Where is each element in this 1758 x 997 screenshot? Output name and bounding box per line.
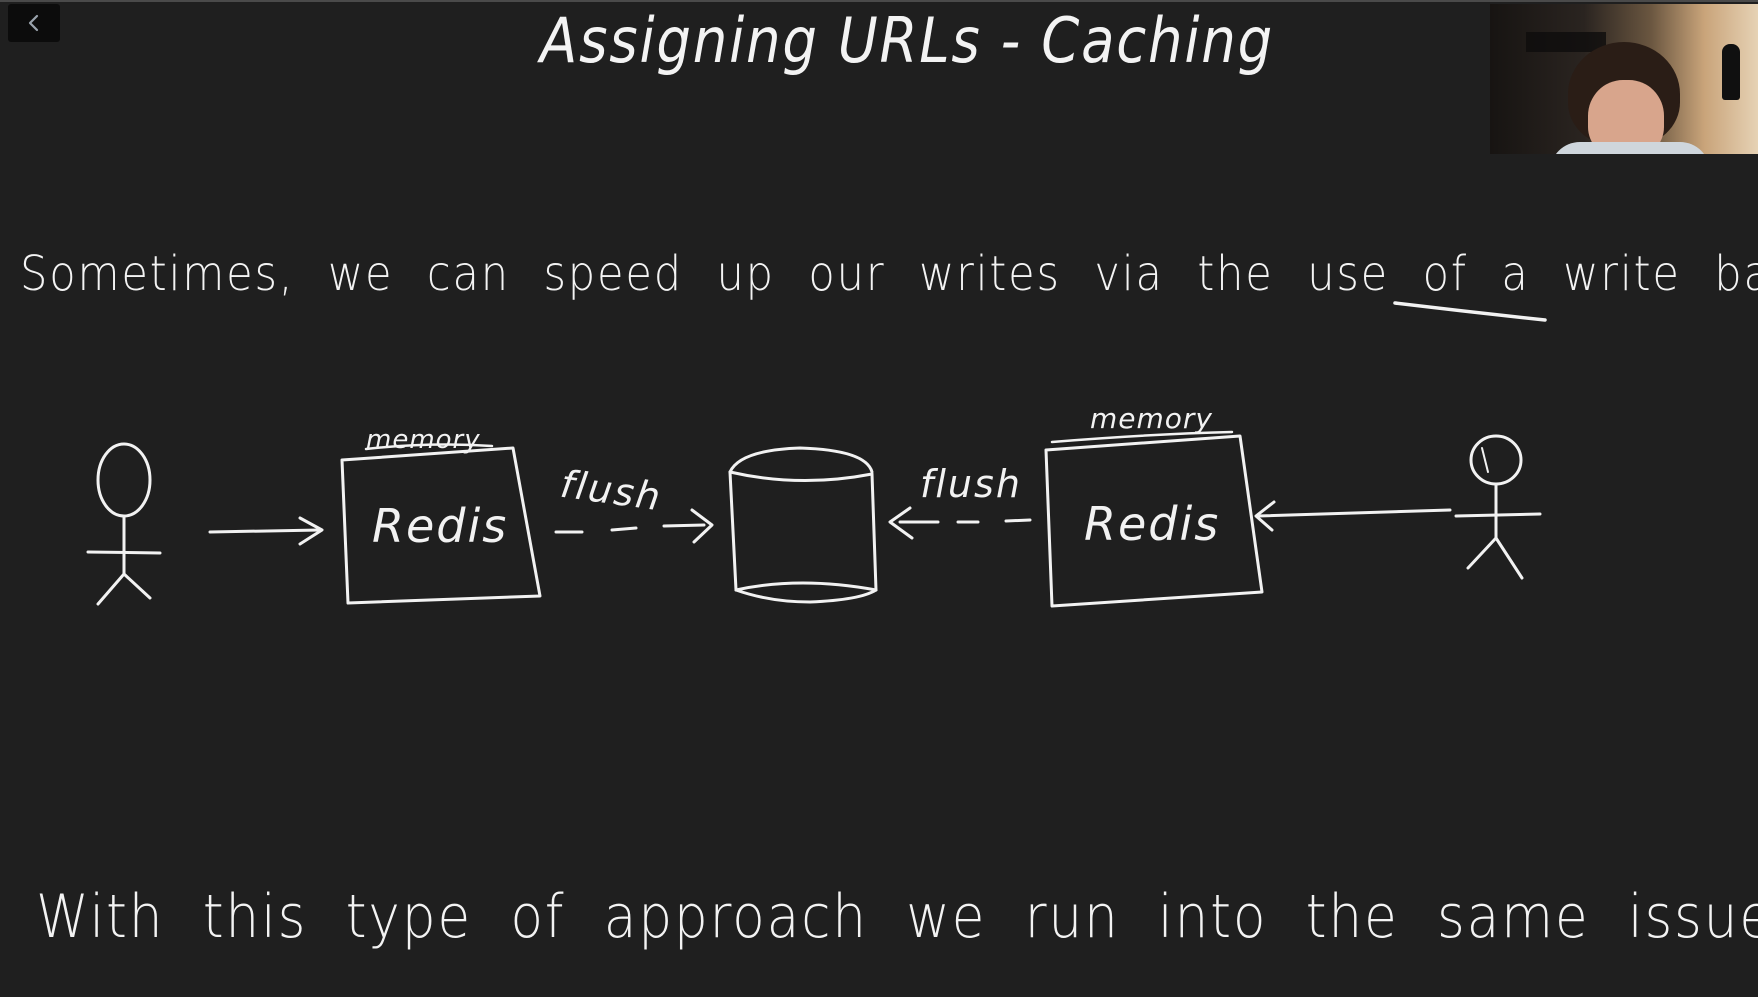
user-left-icon (86, 442, 162, 606)
presenter-shirt (1550, 142, 1710, 154)
chevron-left-icon (28, 14, 39, 32)
redis-label-right: Redis (1084, 497, 1220, 551)
flush-arrow-right (888, 506, 1032, 540)
flush-label-left: flush (558, 462, 665, 520)
memory-label-right: memory (1090, 402, 1213, 435)
back-button[interactable] (8, 4, 60, 42)
database-cylinder-icon (728, 446, 878, 604)
redis-label-left: Redis (372, 499, 508, 553)
sentence-write-back-cache: Sometimes, we can speed up our writes vi… (20, 246, 1758, 302)
video-shelf (1526, 32, 1606, 52)
redis-box-left (340, 446, 542, 605)
write-arrow-right (1254, 500, 1452, 532)
presenter-face (1588, 80, 1664, 154)
write-arrow-left (208, 516, 324, 546)
redis-box-right (1044, 434, 1264, 608)
presenter-video-thumbnail (1490, 4, 1758, 154)
memory-label-left: memory (366, 425, 481, 455)
user-right-icon (1454, 434, 1542, 580)
write-back-cache-underline (1393, 301, 1547, 322)
flush-arrow-left (554, 508, 714, 544)
sentence-same-issue: With this type of approach we run into t… (36, 882, 1758, 952)
video-lamp (1722, 44, 1740, 100)
slide-title: Assigning URLs - Caching (540, 4, 1275, 77)
flush-label-right: flush (920, 462, 1022, 506)
